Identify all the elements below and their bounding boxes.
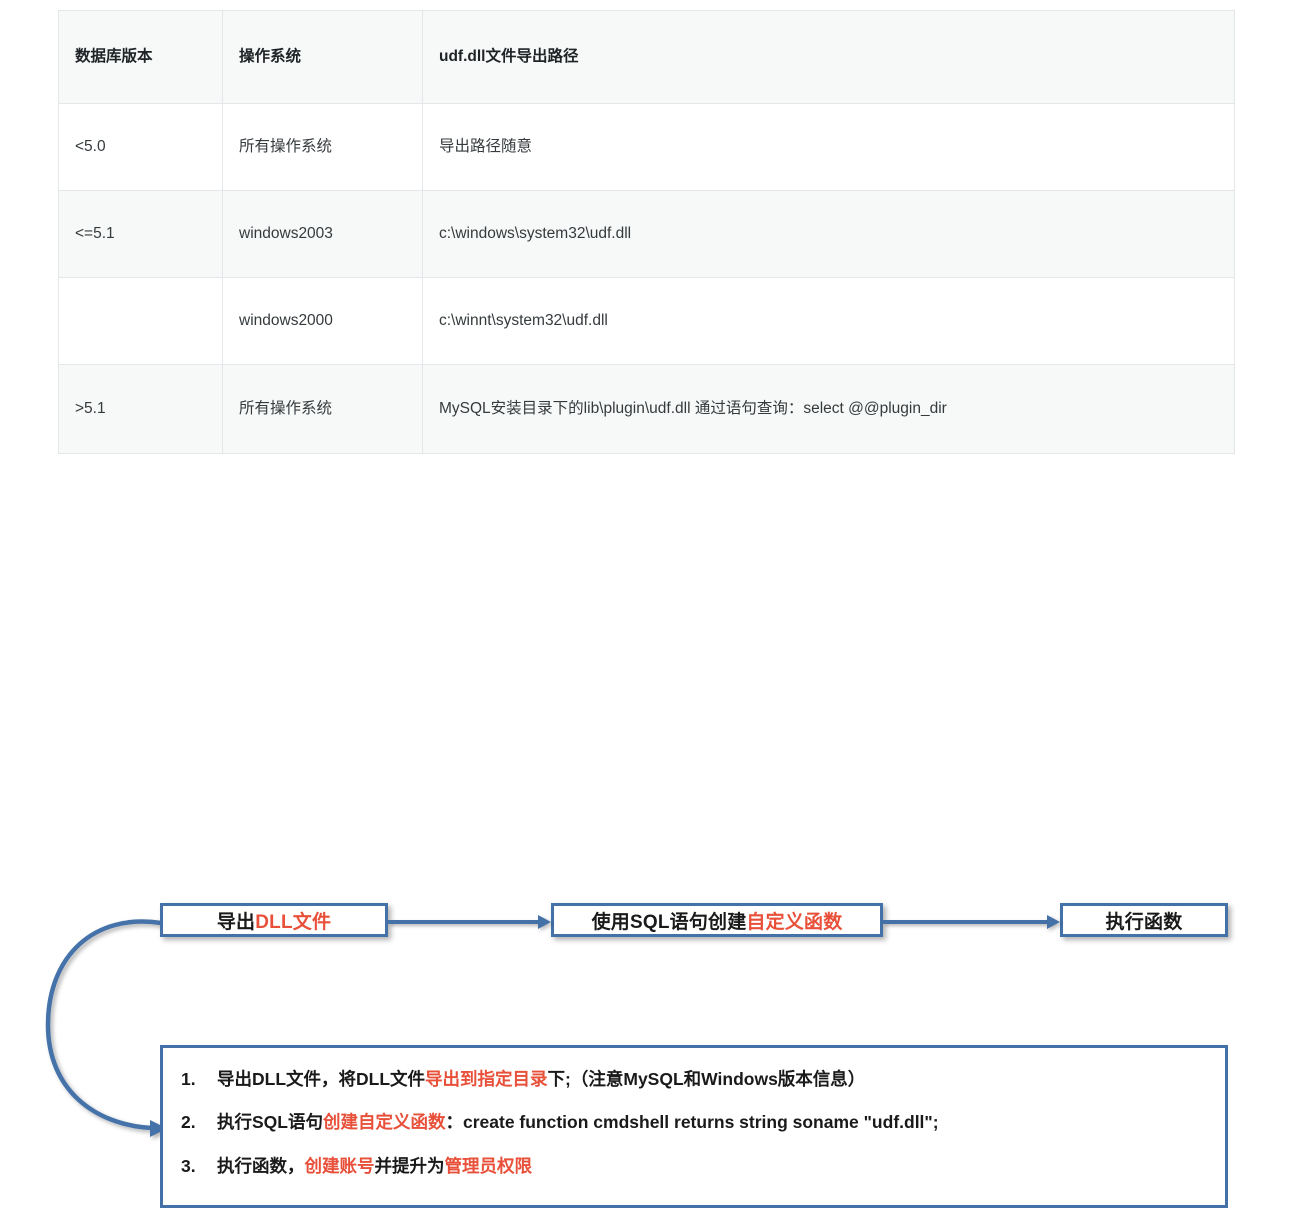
cell-os: windows2000 (222, 277, 423, 365)
arrow-shaft (883, 920, 1047, 924)
flow-step-2-black-text: 使用SQL语句创建 (591, 911, 747, 933)
cell-os: windows2003 (222, 190, 423, 278)
cell-db-version (58, 277, 223, 365)
segment-text: 下;（注意MySQL和Windows版本信息） (547, 1069, 866, 1089)
list-item-number: 2. (181, 1112, 196, 1133)
list-item-text: 导出DLL文件，将DLL文件导出到指定目录下;（注意MySQL和Windows版… (217, 1067, 1225, 1092)
segment-text: 执行SQL语句 (217, 1112, 323, 1133)
cell-db-version: <=5.1 (58, 190, 223, 278)
table-header-row: 数据库版本 操作系统 udf.dll文件导出路径 (58, 10, 1235, 104)
arrow-shaft (388, 920, 538, 924)
list-item-number: 3. (181, 1155, 196, 1176)
list-item: 3. 执行函数，创建账号并提升为管理员权限 (163, 1149, 1225, 1184)
cell-export-path: c:\windows\system32\udf.dll (422, 190, 1235, 278)
flow-step-create-function[interactable]: 使用SQL语句创建自定义函数 (551, 903, 883, 937)
segment-text-highlight: 导出到指定目录 (425, 1069, 548, 1089)
segment-text: 执行函数， (217, 1155, 305, 1176)
cell-export-path: 导出路径随意 (422, 103, 1235, 191)
cell-export-path: MySQL安装目录下的lib\plugin\udf.dll 通过语句查询：sel… (422, 364, 1235, 454)
flow-step-1-black-text: 导出 (216, 911, 256, 933)
steps-note-box: 1. 导出DLL文件，将DLL文件导出到指定目录下;（注意MySQL和Windo… (160, 1045, 1228, 1208)
cell-export-path: c:\winnt\system32\udf.dll (422, 277, 1235, 365)
segment-text-highlight: 管理员权限 (444, 1155, 533, 1176)
flow-step-1-red-text: DLL文件 (255, 911, 332, 933)
list-item-number: 1. (181, 1069, 196, 1089)
segment-text-highlight: 创建自定义函数 (322, 1112, 446, 1133)
list-item-text: 执行函数，创建账号并提升为管理员权限 (217, 1154, 1225, 1179)
steps-list: 1. 导出DLL文件，将DLL文件导出到指定目录下;（注意MySQL和Windo… (163, 1062, 1225, 1184)
flow-step-3-black-text: 执行函数 (1105, 911, 1183, 933)
arrow-head (538, 915, 551, 929)
column-header-export-path: udf.dll文件导出路径 (422, 10, 1235, 104)
flow-step-2-red-text: 自定义函数 (746, 911, 843, 933)
list-item: 2. 执行SQL语句创建自定义函数：create function cmdshe… (163, 1105, 1225, 1140)
table-row: windows2000 c:\winnt\system32\udf.dll (58, 277, 1235, 365)
list-item: 1. 导出DLL文件，将DLL文件导出到指定目录下;（注意MySQL和Windo… (163, 1062, 1225, 1097)
udf-path-table-container: 数据库版本 操作系统 udf.dll文件导出路径 <5.0 所有操作系统 导出路… (58, 10, 1235, 454)
flow-step-execute-function[interactable]: 执行函数 (1060, 903, 1228, 937)
column-header-os: 操作系统 (222, 10, 423, 104)
column-header-db-version: 数据库版本 (58, 10, 223, 104)
table-row: <=5.1 windows2003 c:\windows\system32\ud… (58, 190, 1235, 278)
table-row: >5.1 所有操作系统 MySQL安装目录下的lib\plugin\udf.dl… (58, 364, 1235, 454)
segment-text-highlight: 创建账号 (304, 1155, 375, 1176)
segment-text: ：create function cmdshell returns string… (445, 1112, 939, 1133)
segment-text: 并提升为 (374, 1155, 445, 1176)
cell-db-version: >5.1 (58, 364, 223, 454)
segment-text: 导出DLL文件，将DLL文件 (217, 1069, 426, 1089)
udf-path-table: 数据库版本 操作系统 udf.dll文件导出路径 <5.0 所有操作系统 导出路… (58, 10, 1235, 454)
list-item-text: 执行SQL语句创建自定义函数：create function cmdshell … (217, 1110, 1225, 1135)
arrow-head (1047, 915, 1060, 929)
cell-db-version: <5.0 (58, 103, 223, 191)
table-row: <5.0 所有操作系统 导出路径随意 (58, 103, 1235, 191)
cell-os: 所有操作系统 (222, 103, 423, 191)
